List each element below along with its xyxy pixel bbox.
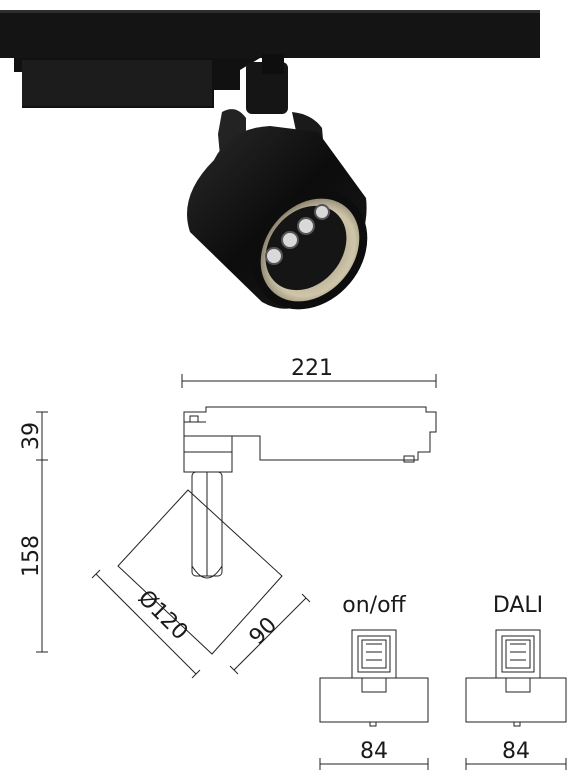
drawing-head bbox=[117, 489, 283, 655]
dimension-head-depth: 90 bbox=[245, 613, 282, 650]
dimension-length: 221 bbox=[291, 356, 333, 381]
variant-dali: DALI 84 bbox=[465, 593, 567, 770]
led-1 bbox=[265, 247, 283, 265]
led-4 bbox=[314, 204, 330, 220]
stem bbox=[246, 62, 288, 114]
led-2 bbox=[281, 231, 299, 249]
dimension-height-body: 158 bbox=[19, 535, 44, 577]
product-photo bbox=[0, 10, 540, 310]
variant-width-dali: 84 bbox=[502, 739, 530, 764]
drawing-adapter bbox=[183, 406, 437, 473]
variant-label-dali: DALI bbox=[493, 593, 543, 618]
variant-onoff: on/off 84 bbox=[319, 593, 429, 770]
variant-body-dali bbox=[465, 677, 567, 723]
variant-width-onoff: 84 bbox=[360, 739, 388, 764]
led-3 bbox=[297, 217, 315, 235]
variant-label-onoff: on/off bbox=[342, 593, 406, 618]
variant-body-onoff bbox=[319, 677, 429, 723]
dimension-height-top: 39 bbox=[19, 422, 44, 450]
dimension-diameter: Ø120 bbox=[133, 586, 193, 646]
track-rail bbox=[0, 10, 540, 58]
